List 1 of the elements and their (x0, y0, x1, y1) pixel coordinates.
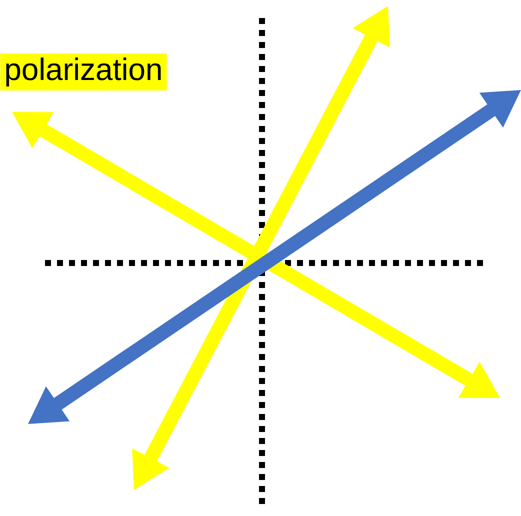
label-box: polarization (0, 54, 167, 90)
